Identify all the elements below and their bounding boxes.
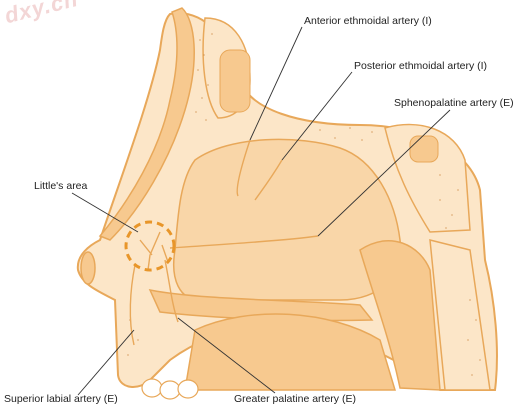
leader-greater-palatine bbox=[177, 317, 276, 394]
pharynx-wall bbox=[429, 239, 491, 391]
littles-plexus-branches bbox=[139, 231, 169, 271]
tooth-1 bbox=[141, 378, 163, 398]
bone-texture-dots bbox=[127, 33, 481, 376]
posterior-ethmoidal-vessel bbox=[254, 159, 283, 201]
littles-area-circle bbox=[124, 220, 176, 272]
superior-labial-vessel bbox=[129, 264, 136, 346]
sinus-cell-right bbox=[409, 135, 439, 163]
hard-palate bbox=[148, 288, 374, 322]
pharynx-region bbox=[359, 240, 441, 391]
label-littles-area: Little's area bbox=[34, 180, 88, 192]
leader-posterior-ethmoidal bbox=[281, 71, 353, 161]
leader-littles-area bbox=[71, 192, 139, 233]
greater-palatine-vessel bbox=[164, 259, 179, 323]
anterior-ethmoidal-vessel bbox=[236, 139, 251, 197]
label-sphenopalatine-artery: Sphenopalatine artery (E) bbox=[394, 97, 514, 109]
sinus-cell-upper bbox=[219, 49, 251, 113]
tooth-3 bbox=[177, 379, 199, 399]
tooth-2 bbox=[159, 380, 181, 400]
label-posterior-ethmoidal-artery: Posterior ethmoidal artery (I) bbox=[354, 60, 488, 72]
leader-sphenopalatine bbox=[317, 109, 451, 237]
label-anterior-ethmoidal-artery: Anterior ethmoidal artery (I) bbox=[304, 15, 432, 27]
leader-lines bbox=[71, 26, 451, 396]
arteries bbox=[129, 139, 319, 346]
oral-floor bbox=[184, 313, 397, 391]
sphenopalatine-vessel bbox=[169, 235, 319, 249]
leader-superior-labial bbox=[77, 329, 135, 396]
label-superior-labial-artery: Superior labial artery (E) bbox=[4, 393, 118, 405]
nostril bbox=[80, 251, 96, 285]
label-greater-palatine-artery: Greater palatine artery (E) bbox=[234, 393, 356, 405]
nasal-bone-ridge bbox=[98, 7, 195, 241]
leader-anterior-ethmoidal bbox=[249, 26, 303, 141]
